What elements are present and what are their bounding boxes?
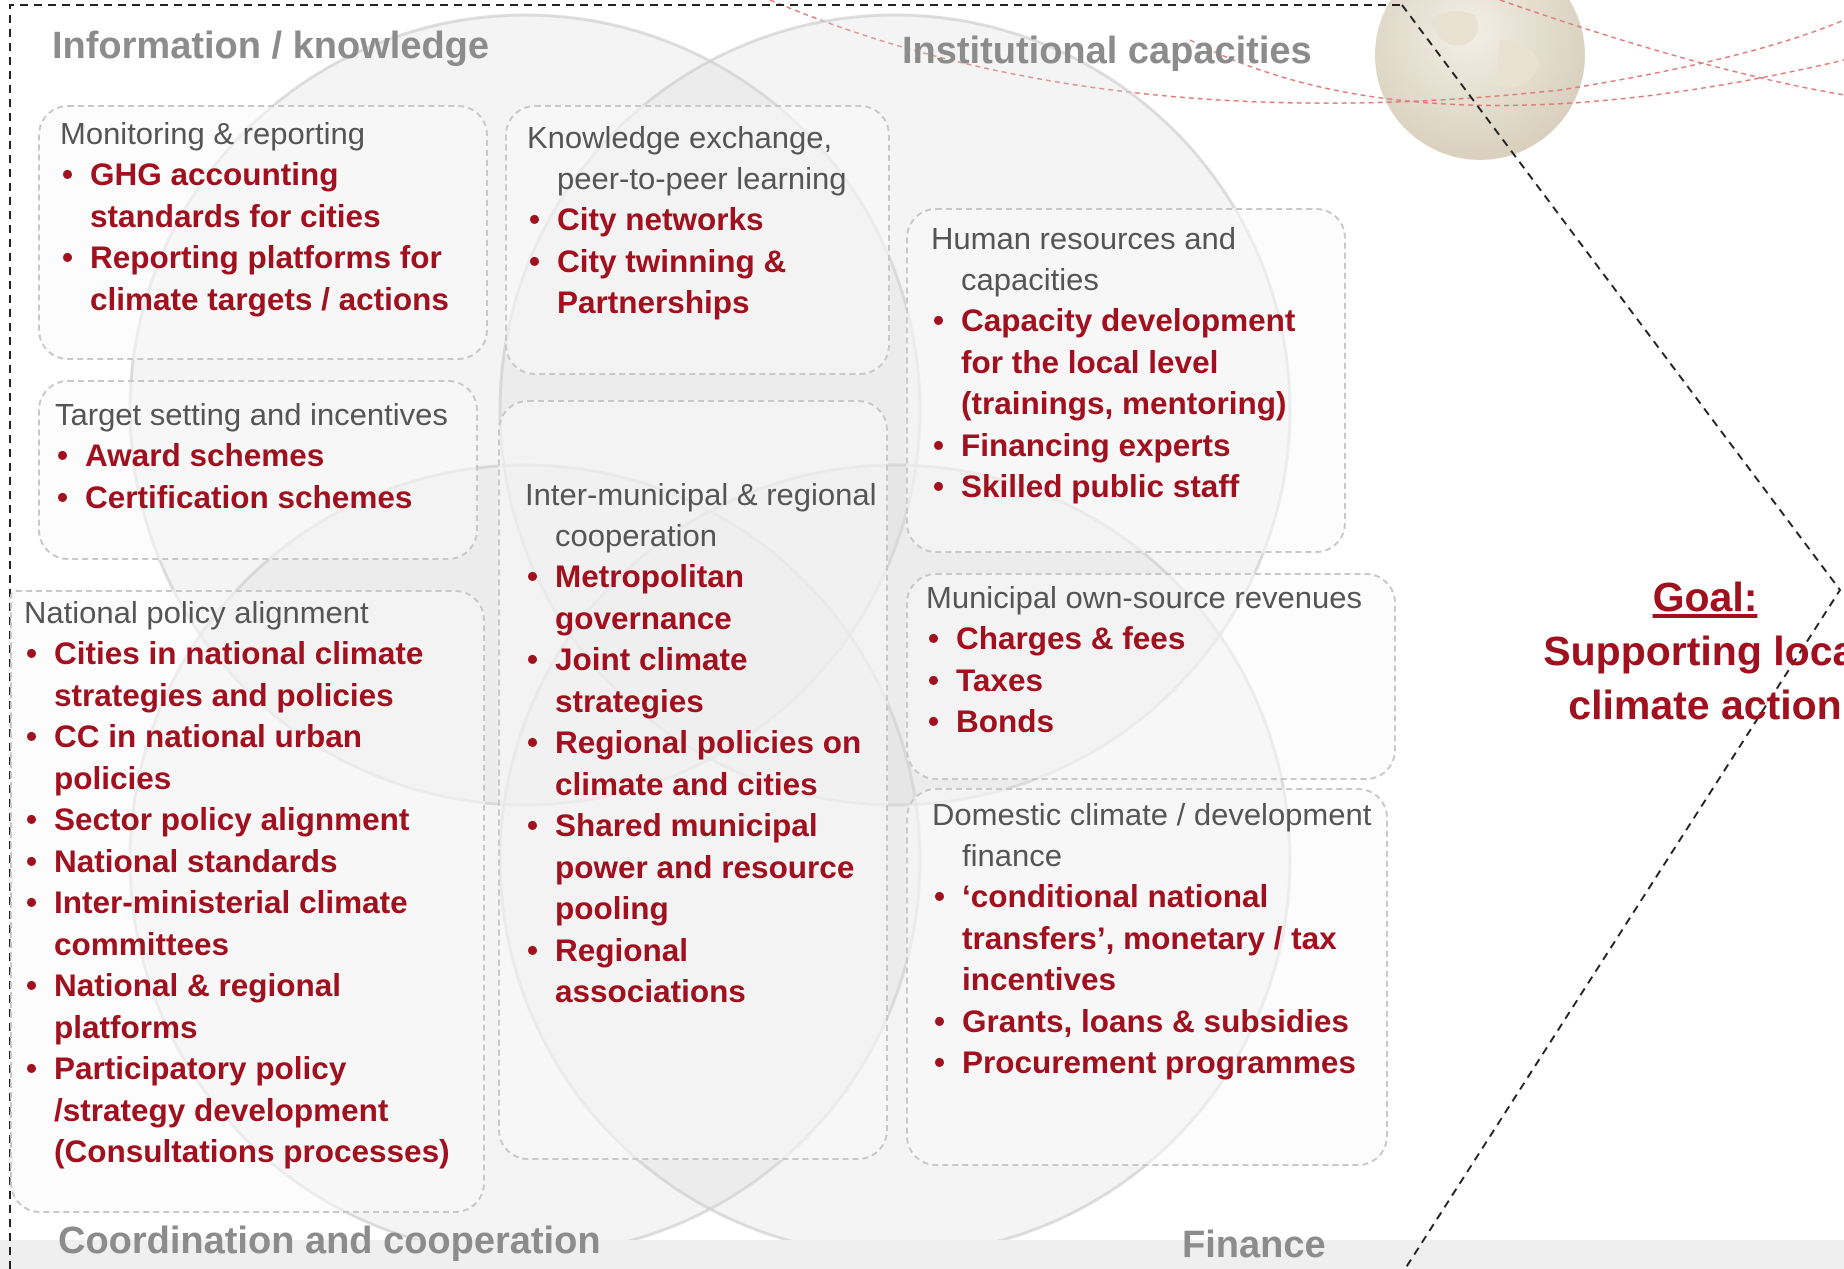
list-item: Cities in national climate strategies an…	[24, 633, 477, 716]
list-item: Financing experts	[931, 425, 1336, 467]
list-item: Inter-ministerial climate committees	[24, 882, 477, 965]
globe-icon	[1375, 0, 1585, 160]
box-title: National policy alignment	[24, 595, 369, 630]
list-item: National standards	[24, 841, 477, 883]
list-item: Capacity development for the local level…	[931, 300, 1336, 425]
quadrant-label-coordination: Coordination and cooperation	[58, 1220, 601, 1262]
orbit-line	[1499, 0, 1844, 96]
box-title: Human resources and capacities	[931, 221, 1236, 297]
list-item: Award schemes	[55, 435, 468, 477]
box-national-policy: National policy alignment Cities in nati…	[10, 590, 485, 1213]
list-item: Regional policies on climate and cities	[525, 722, 880, 805]
list-item: Reporting platforms for climate targets …	[60, 237, 474, 320]
list-item: Charges & fees	[926, 618, 1386, 660]
goal-block: Goal: Supporting local climate action	[1540, 570, 1844, 732]
goal-text: Supporting local climate action	[1543, 628, 1844, 728]
box-title: Domestic climate / development finance	[932, 797, 1372, 873]
list-item: Sector policy alignment	[24, 799, 477, 841]
box-title: Knowledge exchange, peer-to-peer learnin…	[527, 120, 847, 196]
list-item: GHG accounting standards for cities	[60, 154, 474, 237]
box-intermunicipal-cooperation: Inter-municipal & regional cooperation M…	[498, 400, 888, 1160]
quadrant-label-finance: Finance	[1182, 1224, 1326, 1266]
box-municipal-revenues: Municipal own-source revenues Charges & …	[906, 573, 1396, 780]
list-item: Taxes	[926, 660, 1386, 702]
box-knowledge-exchange: Knowledge exchange, peer-to-peer learnin…	[505, 105, 890, 375]
list-item: Procurement programmes	[932, 1042, 1378, 1084]
goal-chevron	[1401, 4, 1842, 1269]
list-item: Joint climate strategies	[525, 639, 880, 722]
box-target-setting: Target setting and incentives Award sche…	[38, 380, 478, 560]
goal-label: Goal:	[1652, 574, 1758, 620]
orbit-line	[1189, 39, 1844, 107]
orbit-line	[769, 0, 1844, 104]
list-item: ‘conditional national transfers’, moneta…	[932, 876, 1378, 1001]
box-monitoring-reporting: Monitoring & reporting GHG accounting st…	[38, 105, 488, 360]
box-domestic-finance: Domestic climate / development finance ‘…	[906, 788, 1388, 1166]
quadrant-label-info: Information / knowledge	[52, 25, 490, 67]
list-item: CC in national urban policies	[24, 716, 477, 799]
list-item: Skilled public staff	[931, 466, 1336, 508]
box-title: Municipal own-source revenues	[926, 580, 1362, 615]
list-item: City networks	[527, 199, 878, 241]
bottom-strip	[0, 1240, 1844, 1269]
box-human-resources: Human resources and capacities Capacity …	[906, 208, 1346, 553]
list-item: City twinning & Partnerships	[527, 241, 878, 324]
list-item: Certification schemes	[55, 477, 468, 519]
list-item: Participatory policy /strategy developme…	[24, 1048, 477, 1173]
list-item: Grants, loans & subsidies	[932, 1001, 1378, 1043]
box-title: Inter-municipal & regional cooperation	[525, 477, 877, 553]
box-title: Target setting and incentives	[55, 397, 448, 432]
list-item: Metropolitan governance	[525, 556, 880, 639]
list-item: Regional associations	[525, 930, 880, 1013]
list-item: Bonds	[926, 701, 1386, 743]
list-item: National & regional platforms	[24, 965, 477, 1048]
box-title: Monitoring & reporting	[60, 116, 365, 151]
quadrant-label-institutional: Institutional capacities	[902, 30, 1312, 72]
list-item: Shared municipal power and resource pool…	[525, 805, 880, 930]
